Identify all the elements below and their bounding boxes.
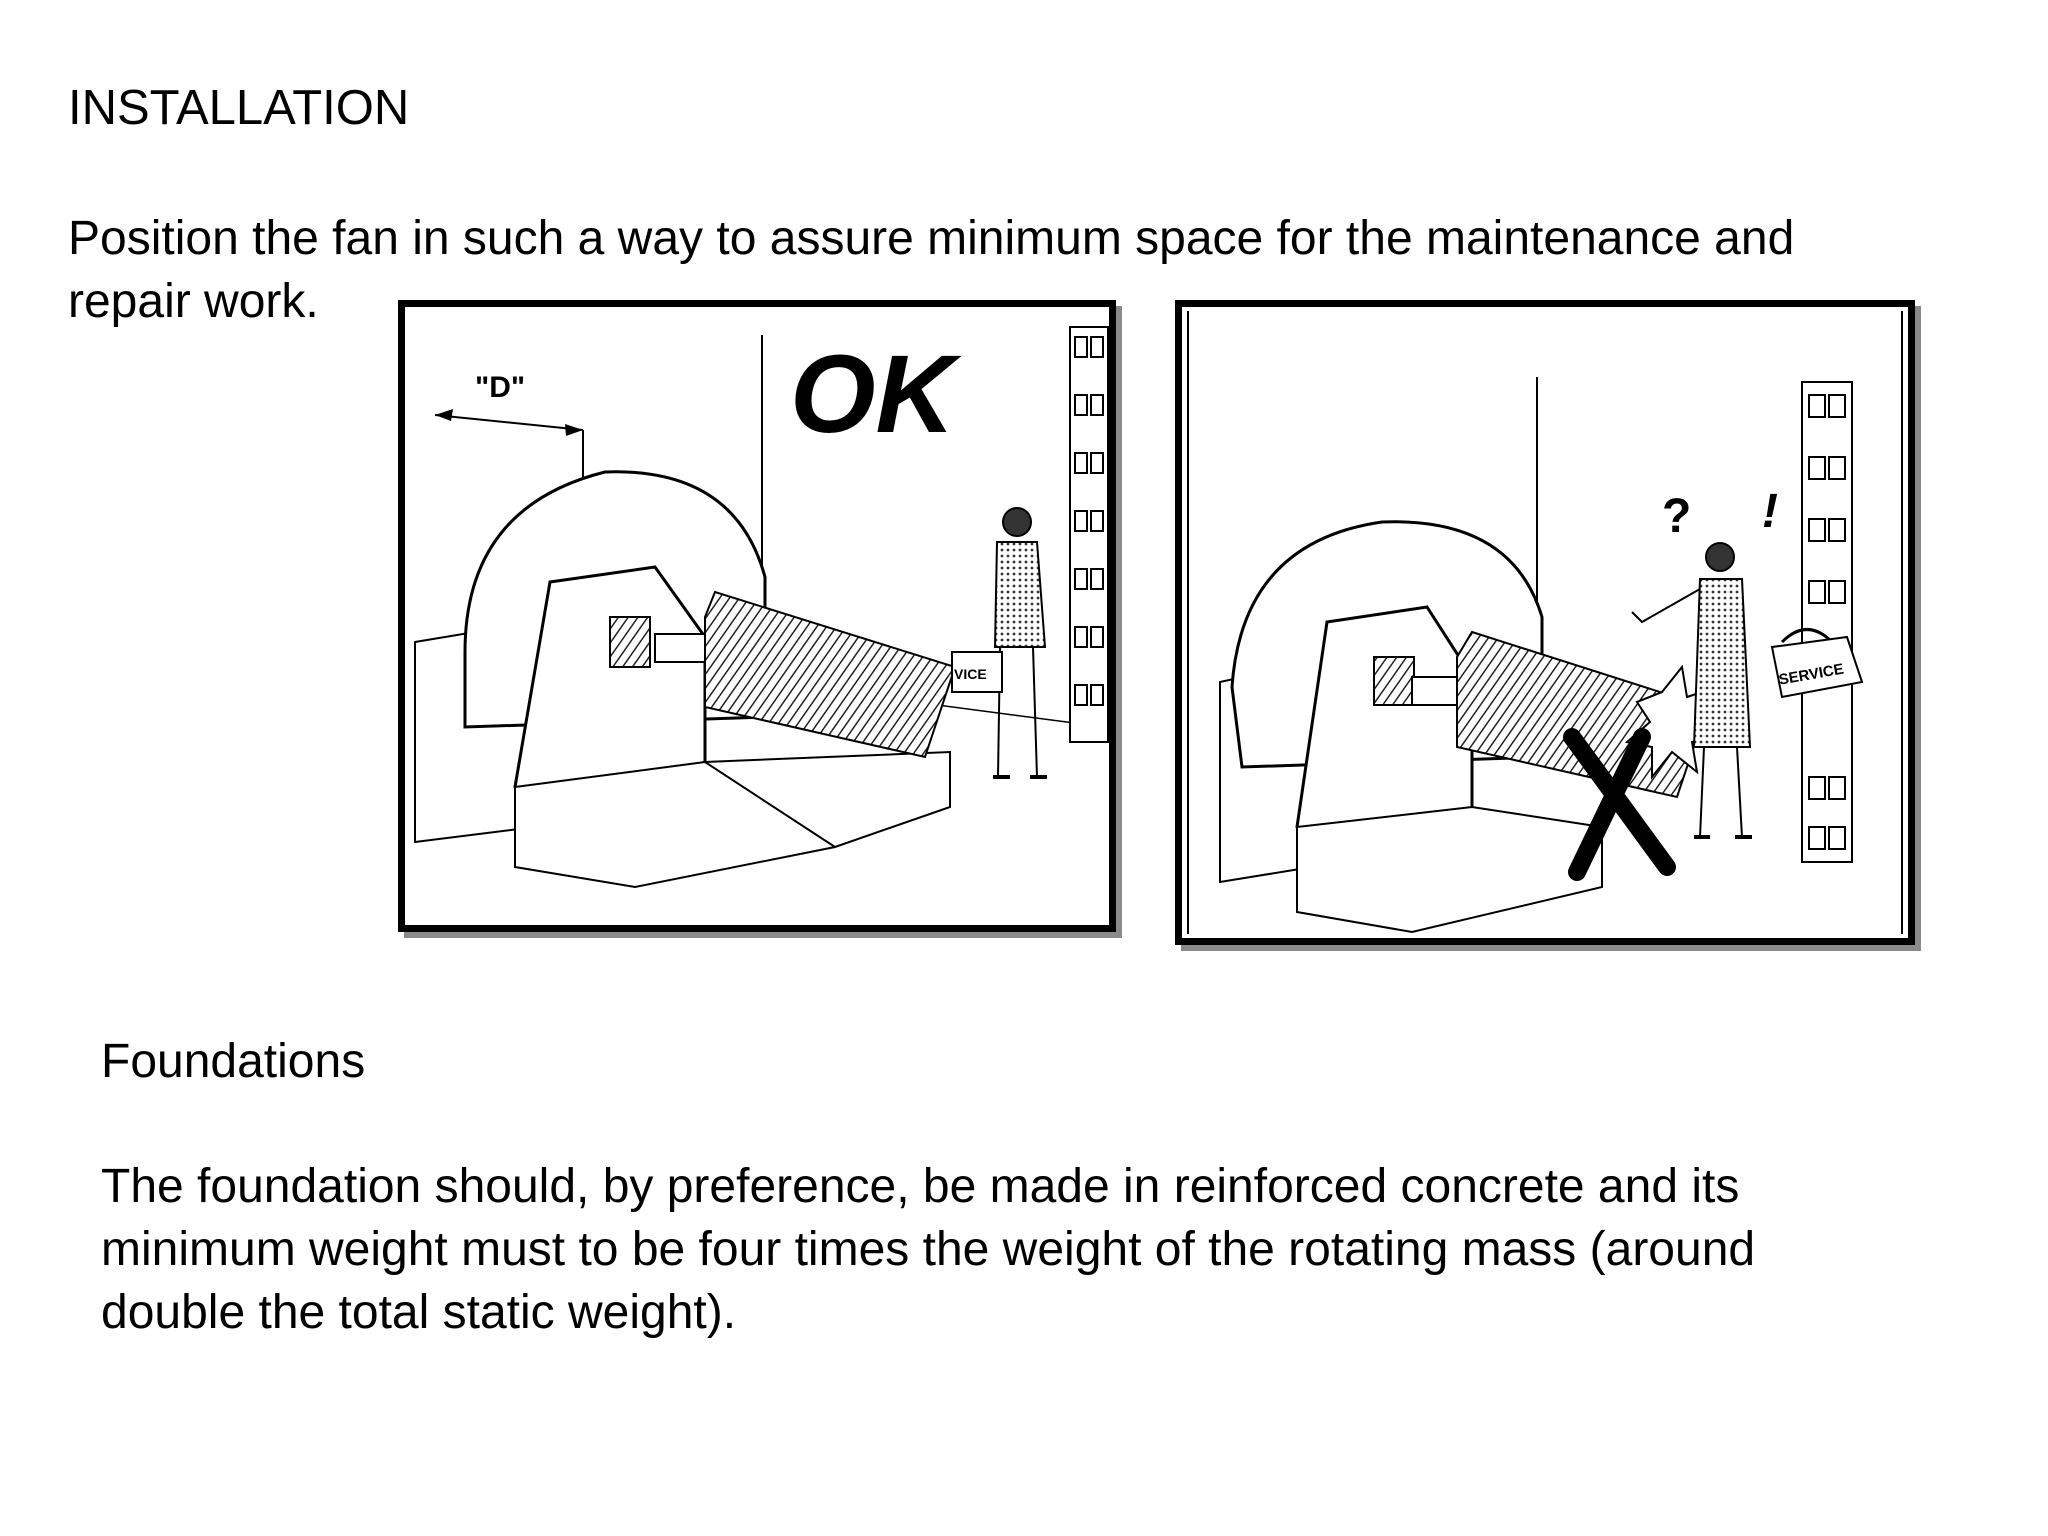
brick-column: [1069, 326, 1109, 743]
intro-text-line-2: repair work.: [68, 275, 319, 328]
section-title: INSTALLATION: [68, 81, 410, 135]
question-mark-label: ?: [1662, 490, 1691, 543]
toolbox-icon: [1770, 628, 1864, 699]
dimension-label: "D": [475, 371, 525, 404]
illustration-correct-spacing: "D" OK: [398, 300, 1116, 932]
intro-text-line-1: Position the fan in such a way to assure…: [68, 212, 1795, 265]
exclamation-mark-label: !: [1762, 485, 1778, 538]
prohibited-x-icon: [1563, 728, 1676, 881]
technician-figure: [1631, 542, 1752, 839]
toolbox-icon: [951, 651, 1003, 693]
illustration-incorrect-spacing: ? ! SERVICE: [1175, 300, 1915, 945]
ok-verdict-label: OK: [790, 333, 963, 456]
brick-column: [1801, 381, 1853, 863]
fan-clearance-bad-drawing: ? ! SERVICE: [1219, 377, 1864, 934]
foundations-title: Foundations: [101, 1035, 366, 1088]
foundations-text-line-3: double the total static weight).: [101, 1286, 737, 1339]
foundations-text-line-1: The foundation should, by preference, be…: [101, 1160, 1740, 1213]
fan-clearance-ok-drawing: "D" OK: [414, 326, 1109, 889]
technician-figure: [993, 507, 1047, 779]
toolbox-label: VICE: [954, 666, 987, 682]
foundations-text-line-2: minimum weight must to be four times the…: [101, 1223, 1756, 1276]
